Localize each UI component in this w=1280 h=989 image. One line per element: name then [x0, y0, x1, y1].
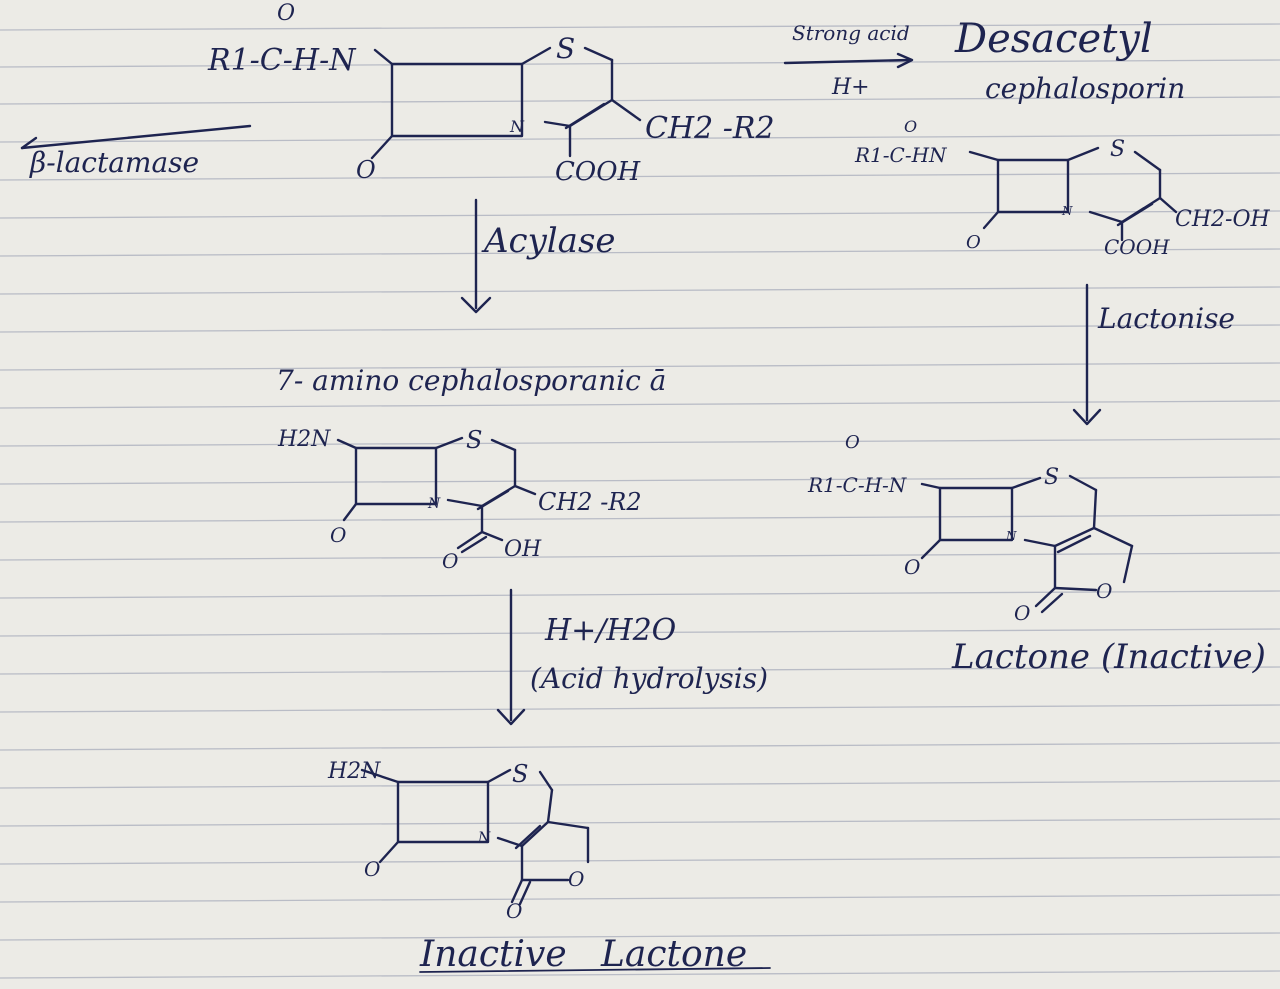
ruled-lines — [0, 23, 1280, 979]
strong-acid-label: Strong acid — [792, 21, 910, 45]
ch2-r2-1: CH2 -R2 — [645, 111, 775, 146]
nitrogen-4: N — [1005, 529, 1017, 543]
oxygen-3: O — [330, 523, 346, 547]
nitrogen-1: N — [509, 117, 525, 136]
acid-h2o-label: H+/H2O — [544, 613, 676, 648]
oxygen-3b: O — [442, 549, 458, 573]
oxygen-4b: O — [1014, 601, 1030, 625]
strong-acid-arrow — [783, 52, 914, 69]
acylase-label: Acylase — [481, 221, 616, 261]
lactone-inactive-name: Lactone (Inactive) — [951, 637, 1266, 677]
acid-hydrolysis-arrow — [496, 588, 526, 726]
sulfur-3: S — [466, 426, 482, 454]
oxygen-4: O — [904, 555, 920, 579]
oxygen-5: O — [364, 857, 380, 881]
carbonyl-oxygen-1: O — [277, 1, 295, 26]
lactonise-arrow — [1072, 283, 1102, 426]
oxygen-2: O — [966, 232, 981, 253]
h-plus-label: H+ — [831, 75, 870, 100]
cephalosporin-structure — [20, 46, 642, 160]
sulfur-1: S — [556, 32, 575, 65]
carbonyl-oxygen-4: O — [845, 432, 860, 453]
oxygen-5b: O — [506, 899, 522, 923]
desacetyl-name-line2: cephalosporin — [985, 72, 1185, 105]
inactive-lactone-structure — [360, 768, 590, 906]
oxygen-1: O — [356, 156, 376, 184]
h2n-5: H2N — [327, 759, 381, 784]
r1-carbonyl-label-2: R1-C-HN — [854, 143, 948, 167]
label-underlines — [419, 967, 771, 973]
ch2-oh-2: CH2-OH — [1175, 207, 1270, 232]
nitrogen-3: N — [427, 496, 441, 512]
sulfur-4: S — [1044, 465, 1059, 490]
nitrogen-5: N — [477, 830, 491, 846]
ch2-r2-3: CH2 -R2 — [538, 488, 642, 516]
sulfur-5: S — [512, 760, 528, 788]
lactonise-label: Lactonise — [1097, 302, 1235, 335]
ring-oxygen-5: O — [568, 867, 584, 891]
inactive-lactone-name: Inactive Lactone — [419, 934, 747, 975]
carbonyl-oxygen-2: O — [904, 117, 917, 136]
sulfur-2: S — [1110, 137, 1125, 162]
oh-3: OH — [504, 537, 542, 562]
acid-hydrolysis-label: (Acid hydrolysis) — [530, 662, 768, 695]
r1-carbonyl-label: R1-C-H-N — [207, 43, 357, 78]
nitrogen-2: N — [1061, 204, 1073, 218]
cooh-2: COOH — [1104, 235, 1170, 259]
desacetyl-name-line1: Desacetyl — [954, 16, 1153, 62]
ring-oxygen-4: O — [1096, 579, 1112, 603]
beta-lactamase-label: β-lactamase — [29, 146, 199, 179]
r1-carbonyl-label-4: R1-C-H-N — [807, 473, 908, 497]
h2n-3: H2N — [277, 427, 331, 452]
seven-aca-structure — [336, 436, 537, 554]
lactone-structure — [920, 474, 1134, 614]
desacetyl-structure — [968, 146, 1178, 242]
acylase-arrow — [460, 198, 492, 314]
cooh-1: COOH — [555, 157, 642, 187]
seven-aca-name: 7- amino cephalosporanic ā — [276, 364, 666, 397]
